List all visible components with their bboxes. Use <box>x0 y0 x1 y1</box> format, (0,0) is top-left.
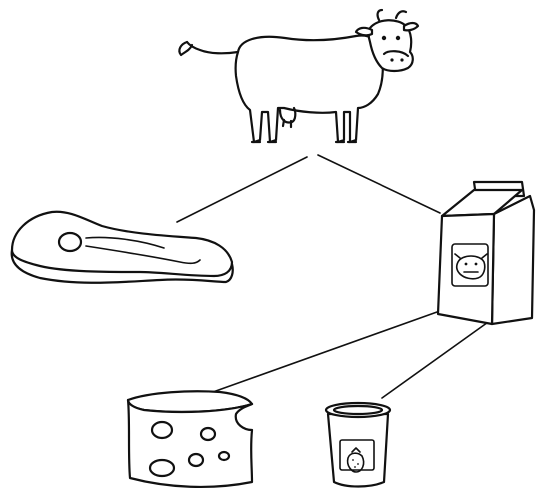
edge-milk-to-cheese <box>212 311 438 393</box>
connector-lines <box>176 154 492 399</box>
edge-cow-to-milk <box>317 154 441 214</box>
cow-icon <box>178 8 420 144</box>
edge-milk-to-yogurt <box>381 319 492 399</box>
edge-cow-to-steak <box>176 156 308 223</box>
milk-carton-icon <box>436 180 536 326</box>
yogurt-cup-icon <box>324 401 392 488</box>
steak-icon <box>10 210 234 284</box>
cheese-icon <box>126 390 254 489</box>
